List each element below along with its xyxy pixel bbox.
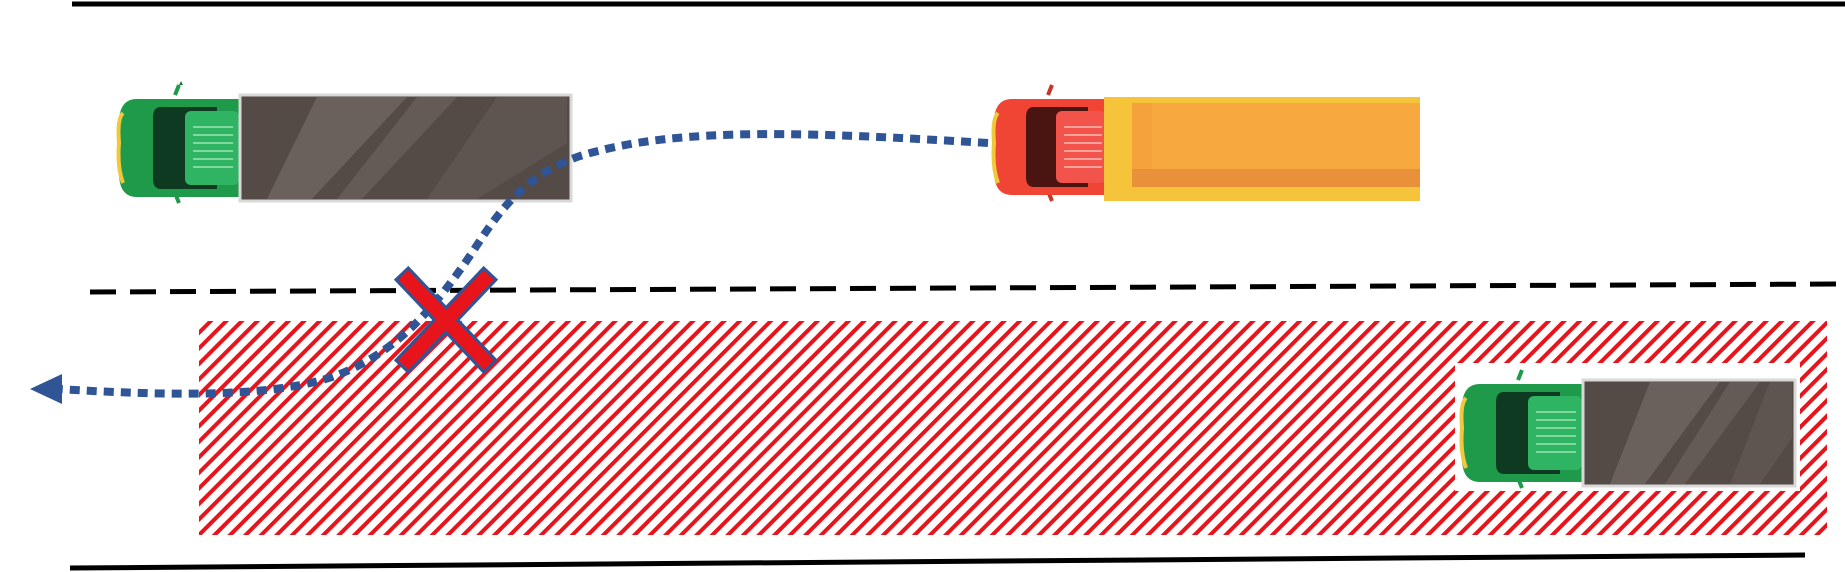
trajectory-arrowhead-icon — [30, 374, 62, 404]
road-edge-bottom — [69, 552, 1806, 571]
blocked-cross-icon — [393, 265, 499, 375]
truck-top-left — [116, 81, 573, 204]
lane-divider — [89, 281, 1845, 295]
truck-bottom-right — [1459, 369, 1797, 489]
planned-trajectory — [57, 130, 989, 398]
truck-ego — [991, 84, 1420, 202]
